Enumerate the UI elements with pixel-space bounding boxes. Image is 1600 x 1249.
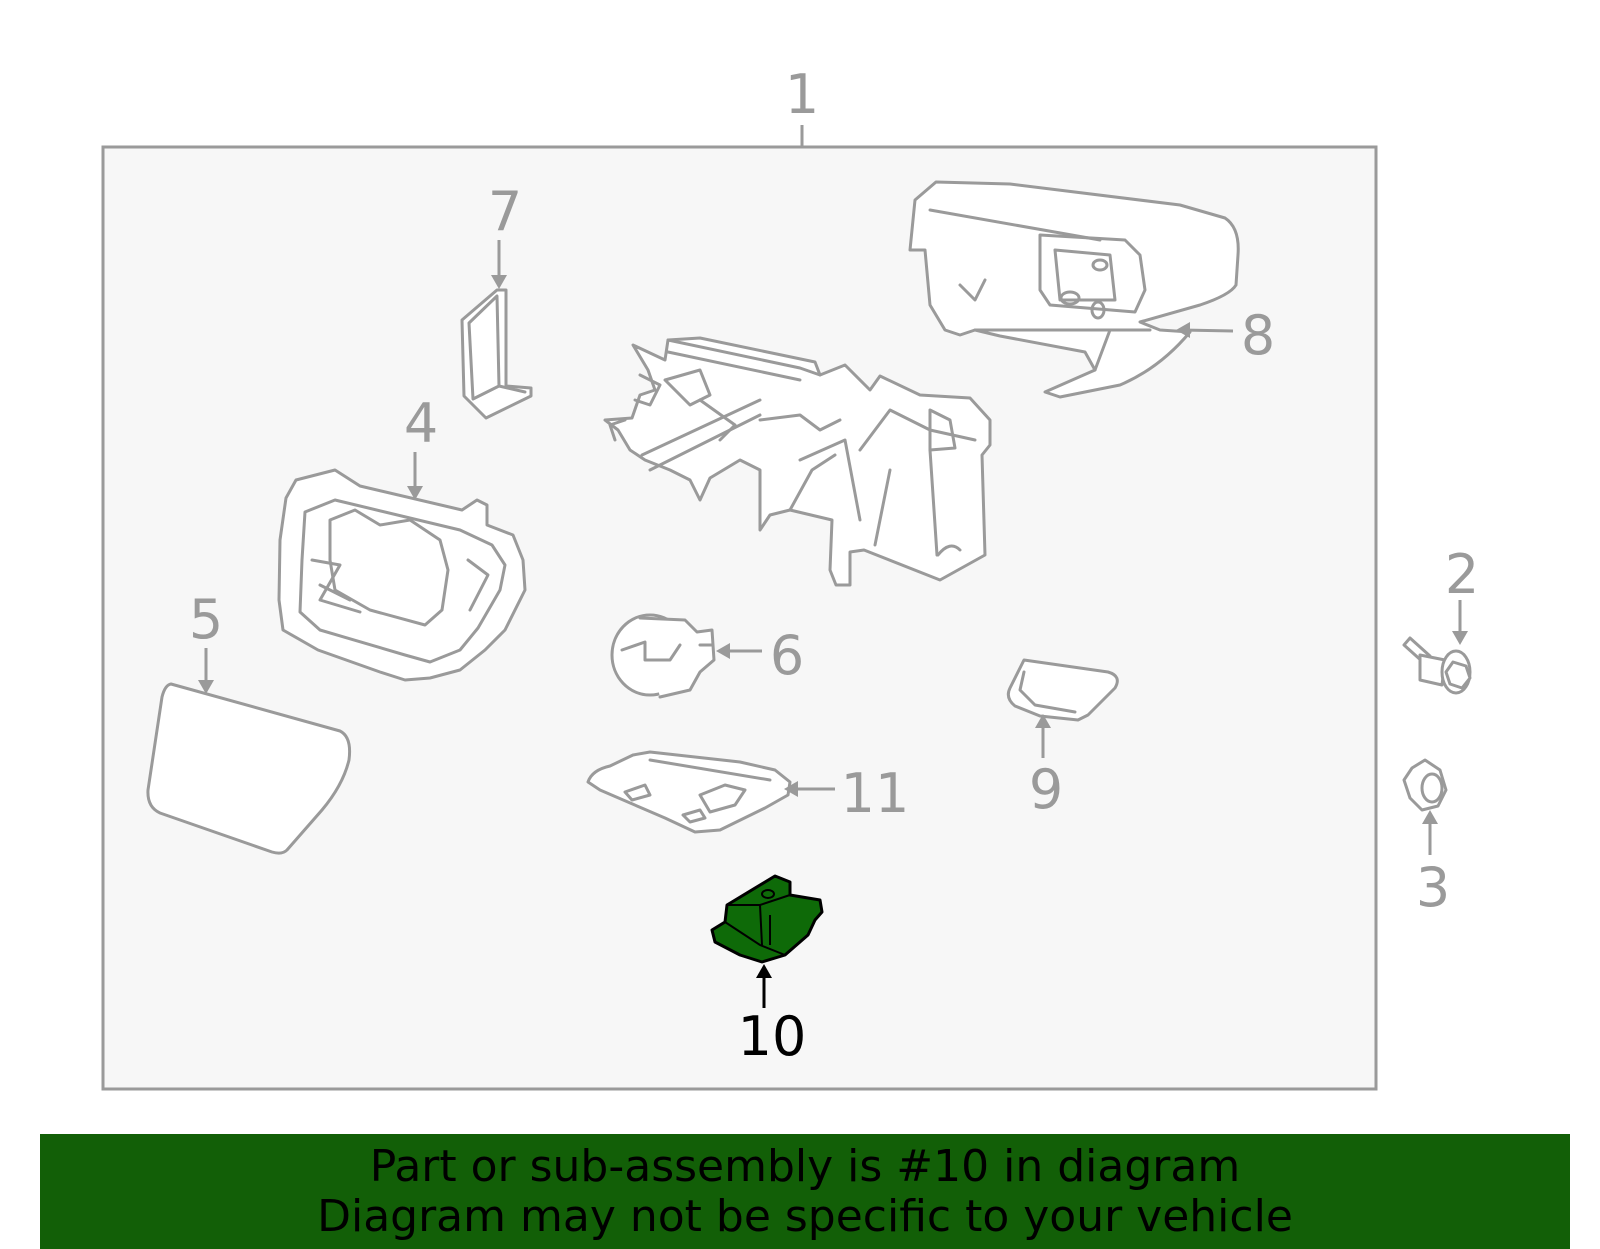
callout-4: 4 [404, 392, 438, 455]
banner-line-1: Part or sub-assembly is #10 in diagram [369, 1140, 1241, 1192]
part-10-bracket[interactable] [710, 874, 824, 964]
part-5-mirror-glass[interactable] [146, 682, 352, 855]
callout-5: 5 [189, 588, 223, 651]
mirror-base-housing [603, 336, 992, 587]
callout-6: 6 [770, 624, 804, 687]
callout-9: 9 [1029, 758, 1063, 821]
part-11-lamp-cover[interactable] [586, 750, 792, 834]
part-6-motor[interactable] [610, 613, 716, 699]
banner-line-2: Diagram may not be specific to your vehi… [317, 1190, 1293, 1242]
callout-8: 8 [1241, 304, 1275, 367]
callout-2: 2 [1445, 543, 1479, 606]
callout-11: 11 [841, 762, 910, 825]
callout-7: 7 [488, 180, 522, 243]
part-2-bolt[interactable] [1402, 636, 1472, 695]
part-3-nut[interactable] [1402, 758, 1448, 812]
callout-3: 3 [1416, 856, 1450, 919]
part-9-lamp-lens[interactable] [1006, 658, 1119, 722]
parts-diagram: 1 7 4 5 [101, 63, 1479, 1091]
part-4-glass-backing[interactable] [277, 468, 527, 682]
part-7-bracket[interactable] [460, 288, 533, 420]
part-8-mirror-cap[interactable] [908, 180, 1240, 399]
info-banner: Part or sub-assembly is #10 in diagram D… [40, 1134, 1570, 1249]
callout-10: 10 [738, 1005, 807, 1068]
callout-1: 1 [785, 63, 819, 126]
